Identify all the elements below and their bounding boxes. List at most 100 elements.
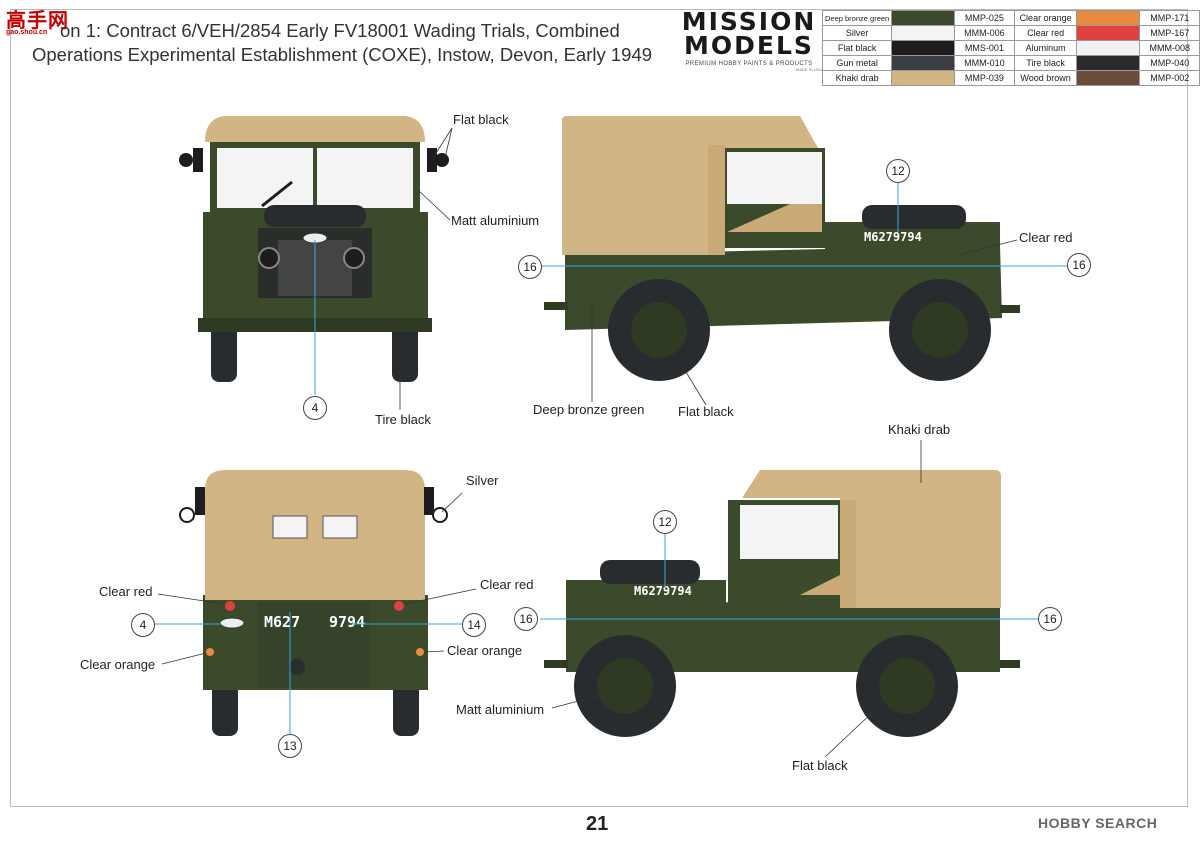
rear-lamp-left — [195, 487, 205, 515]
label-side-deep-bronze-green: Deep bronze green — [533, 402, 645, 417]
left-canopy — [742, 470, 1001, 608]
front-leader-flat-black-b — [444, 127, 453, 159]
rear-indicator-orange-left — [206, 648, 214, 656]
label-front-tire-black: Tire black — [375, 412, 431, 427]
left-side-view: M6279794 — [540, 440, 1038, 758]
callout-left-12: 12 — [653, 510, 677, 534]
rear-tail-red-right — [394, 601, 404, 611]
left-rear-hub — [879, 658, 935, 714]
rear-leader-clear-red-right — [404, 588, 477, 605]
paint-name: Khaki drab — [821, 70, 893, 86]
left-rear-bumper — [1000, 660, 1020, 668]
label-rear-clear-orange-left: Clear orange — [80, 657, 156, 672]
label-front-matt-aluminium: Matt aluminium — [451, 213, 540, 228]
rear-leader-silver — [441, 492, 463, 513]
label-rear-clear-red-left: Clear red — [99, 584, 153, 599]
front-windscreen-left — [217, 148, 313, 208]
paint-swatch — [891, 40, 956, 56]
left-leader-matt-aluminium — [551, 689, 621, 709]
front-leader-matt-aluminium — [417, 189, 451, 221]
rear-indicator-orange-right — [416, 648, 424, 656]
front-windscreen-right — [317, 148, 413, 208]
rear-tailgate — [258, 602, 370, 688]
label-rear-clear-orange-right: Clear orange — [447, 643, 523, 658]
rear-leader-clear-orange-left — [161, 652, 207, 665]
title-line-2: Operations Experimental Establishment (C… — [32, 44, 653, 65]
front-view — [179, 116, 453, 410]
brand-tagline: PREMIUM HOBBY PAINTS & PRODUCTS — [685, 61, 813, 67]
paint-swatch — [1076, 25, 1141, 41]
callout-side-12: 12 — [886, 159, 910, 183]
callout-left-16-right: 16 — [1038, 607, 1062, 631]
paint-chart: Deep bronze green MMP-025 Clear orange M… — [821, 10, 1200, 86]
left-leader-flat-black — [824, 709, 876, 758]
brand-line-2: MODELS — [684, 31, 814, 60]
site-logo: 高手网 gao.shou.cn — [6, 4, 72, 36]
rear-leader-clear-red-left — [157, 593, 225, 605]
front-headlight-left — [258, 247, 280, 269]
label-rear-clear-red-right: Clear red — [480, 577, 534, 592]
front-mirror-left — [179, 153, 193, 167]
left-canopy-door — [840, 500, 856, 608]
front-leader-flat-black-a — [432, 127, 453, 159]
left-front-bumper — [544, 660, 568, 668]
rear-canopy — [205, 470, 425, 600]
rear-badge — [219, 617, 245, 629]
brand-logo: MISSION MODELS PREMIUM HOBBY PAINTS & PR… — [676, 7, 822, 72]
side-bumper — [544, 302, 568, 310]
front-lamp-left — [193, 148, 203, 172]
callout-front-4: 4 — [303, 396, 327, 420]
side-front-hub — [912, 302, 968, 358]
rear-leader-clear-orange-right — [423, 650, 445, 653]
site-logo-text: 高手网 — [6, 10, 69, 32]
left-spare-tire — [600, 560, 700, 584]
rear-view: M627 9794 — [155, 470, 477, 736]
front-lamp-right — [427, 148, 437, 172]
paint-code: MMP-002 — [1139, 70, 1200, 86]
side-window — [727, 152, 822, 204]
left-front-hub — [597, 658, 653, 714]
paint-swatch — [891, 25, 956, 41]
label-left-matt-aluminium: Matt aluminium — [456, 702, 545, 717]
left-cab-shade — [800, 575, 840, 595]
page-frame — [10, 9, 1188, 807]
rear-tail-red-left — [225, 601, 235, 611]
front-spare-tire — [264, 205, 366, 227]
paint-swatch — [1076, 55, 1141, 71]
callout-rear-4: 4 — [131, 613, 155, 637]
side-leader-flat-black — [679, 361, 707, 406]
front-headlight-right — [343, 247, 365, 269]
right-side-view: M6279794 — [541, 116, 1067, 406]
rear-mirror-left — [179, 507, 195, 523]
callout-side-16-left: 16 — [518, 255, 542, 279]
side-registration: M6279794 — [864, 230, 922, 244]
side-canopy-door — [708, 145, 725, 255]
side-rear-bumper — [1000, 305, 1020, 313]
side-leader-clear-red — [957, 239, 1018, 256]
paint-row: Flat black MMS-001 Aluminum MMM-008 — [821, 40, 1200, 56]
rear-registration-left: M627 — [264, 613, 300, 631]
rear-mirror-right — [432, 507, 448, 523]
title-line-1: on 1: Contract 6/VEH/2854 Early FV18001 … — [60, 20, 620, 41]
callout-rear-13: 13 — [278, 734, 302, 758]
paint-row: Khaki drab MMP-039 Wood brown MMP-002 — [821, 70, 1200, 86]
side-rear-hub — [631, 302, 687, 358]
label-side-clear-red: Clear red — [1019, 230, 1073, 245]
side-cab-shade — [727, 204, 822, 232]
label-rear-silver: Silver — [466, 473, 499, 488]
brand-tiny: MADE IN USA — [795, 67, 822, 72]
front-wiper — [261, 180, 293, 208]
brand-line-1: MISSION — [681, 7, 817, 36]
site-logo-sub: gao.shou.cn — [6, 29, 48, 36]
rear-tow-hitch — [289, 659, 305, 675]
paint-row: Gun metal MMM-010 Tire black MMP-040 — [821, 55, 1200, 71]
side-spare-tire — [862, 205, 966, 229]
label-left-khaki-drab: Khaki drab — [888, 422, 951, 437]
paint-swatch — [1076, 40, 1141, 56]
front-canopy-roof — [205, 116, 425, 142]
paint-swatch — [891, 70, 956, 86]
rear-window-left — [272, 515, 308, 539]
hobby-search-watermark: HOBBY SEARCH — [1038, 815, 1158, 831]
paint-swatch — [891, 10, 956, 26]
